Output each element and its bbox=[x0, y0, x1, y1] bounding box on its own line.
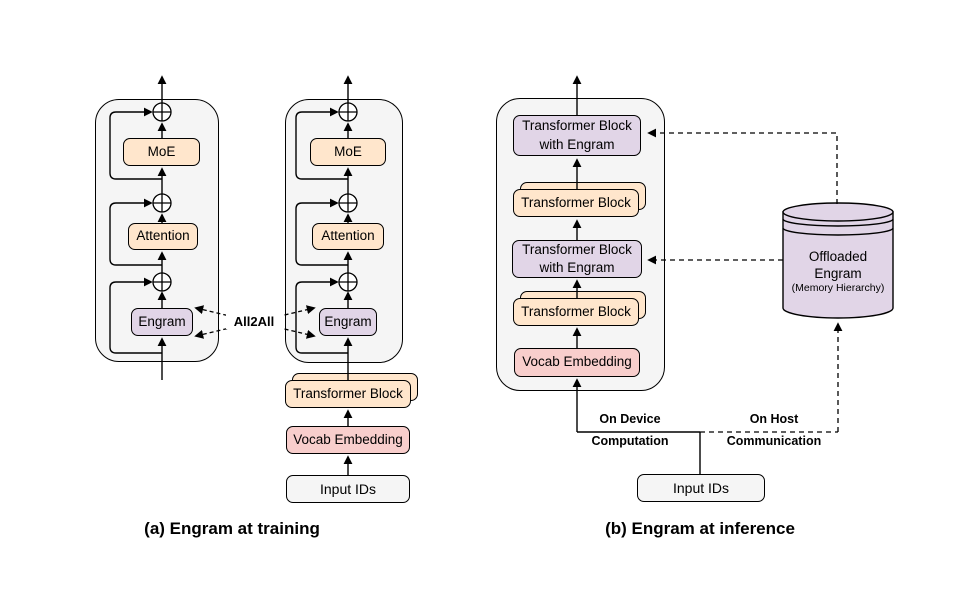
engram-block: Engram bbox=[131, 308, 193, 336]
inference-stack-arrows bbox=[572, 75, 701, 475]
all2all-label: All2All bbox=[226, 314, 282, 329]
moe-label: MoE bbox=[334, 143, 362, 159]
block-label-line1: Transformer Block bbox=[521, 194, 631, 210]
cylinder-line1: Offloaded bbox=[808, 249, 868, 264]
engram-label: Engram bbox=[138, 313, 186, 329]
vocab-embedding-block: Vocab Embedding bbox=[286, 426, 410, 454]
offloaded-engram-cylinder-label: Offloaded Engram (Memory Hierarchy) bbox=[781, 248, 895, 295]
on-device-label-line1: On Device bbox=[599, 412, 661, 426]
on-host-dashed-paths bbox=[647, 128, 843, 433]
on-device-path bbox=[577, 431, 701, 475]
block-label-line2: with Engram bbox=[539, 136, 615, 152]
vocab-embedding-block: Vocab Embedding bbox=[514, 348, 640, 377]
input-ids-label: Input IDs bbox=[319, 480, 377, 497]
transformer-block: Transformer Block bbox=[285, 380, 411, 408]
all2all-dashed-arrows bbox=[194, 305, 316, 339]
transformer-block-with-engram: Transformer Block with Engram bbox=[512, 240, 642, 278]
moe-block: MoE bbox=[123, 138, 200, 166]
on-host-label-line1: On Host bbox=[749, 412, 799, 426]
moe-label: MoE bbox=[147, 143, 176, 159]
block-label-line1: Vocab Embedding bbox=[522, 354, 632, 370]
training-right-module-arrows bbox=[295, 75, 353, 475]
attention-block: Attention bbox=[312, 223, 384, 250]
on-device-label-line2: Computation bbox=[591, 434, 669, 448]
input-ids-block: Input IDs bbox=[637, 474, 765, 502]
transformer-block: Transformer Block bbox=[513, 298, 639, 326]
attention-label: Attention bbox=[136, 228, 190, 244]
residual-add-icon bbox=[152, 102, 172, 292]
block-label-line1: Transformer Block bbox=[522, 118, 632, 134]
vocab-embedding-label: Vocab Embedding bbox=[293, 431, 403, 447]
block-label-line1: Transformer Block bbox=[522, 241, 632, 257]
cylinder-line2: Engram bbox=[814, 266, 862, 281]
attention-block: Attention bbox=[128, 223, 198, 250]
engram-label: Engram bbox=[324, 313, 372, 329]
moe-block: MoE bbox=[310, 138, 386, 166]
caption-inference: (b) Engram at inference bbox=[605, 519, 795, 538]
attention-label: Attention bbox=[321, 228, 375, 244]
transformer-block-label: Transformer Block bbox=[293, 385, 403, 401]
offloaded-engram-cylinder-shape bbox=[782, 202, 894, 319]
residual-add-icon bbox=[338, 102, 358, 292]
cylinder-line3: (Memory Hierarchy) bbox=[791, 282, 885, 294]
engram-block: Engram bbox=[319, 308, 377, 336]
training-left-module-arrows bbox=[109, 75, 167, 380]
block-label-line2: with Engram bbox=[539, 260, 615, 275]
input-ids-label: Input IDs bbox=[672, 479, 730, 496]
transformer-block-with-engram: Transformer Block with Engram bbox=[513, 115, 641, 156]
block-label-line1: Transformer Block bbox=[521, 303, 631, 319]
transformer-block: Transformer Block bbox=[513, 189, 639, 217]
input-ids-block: Input IDs bbox=[286, 475, 410, 503]
on-host-label-line2: Communication bbox=[726, 434, 822, 448]
caption-training: (a) Engram at training bbox=[144, 519, 320, 538]
